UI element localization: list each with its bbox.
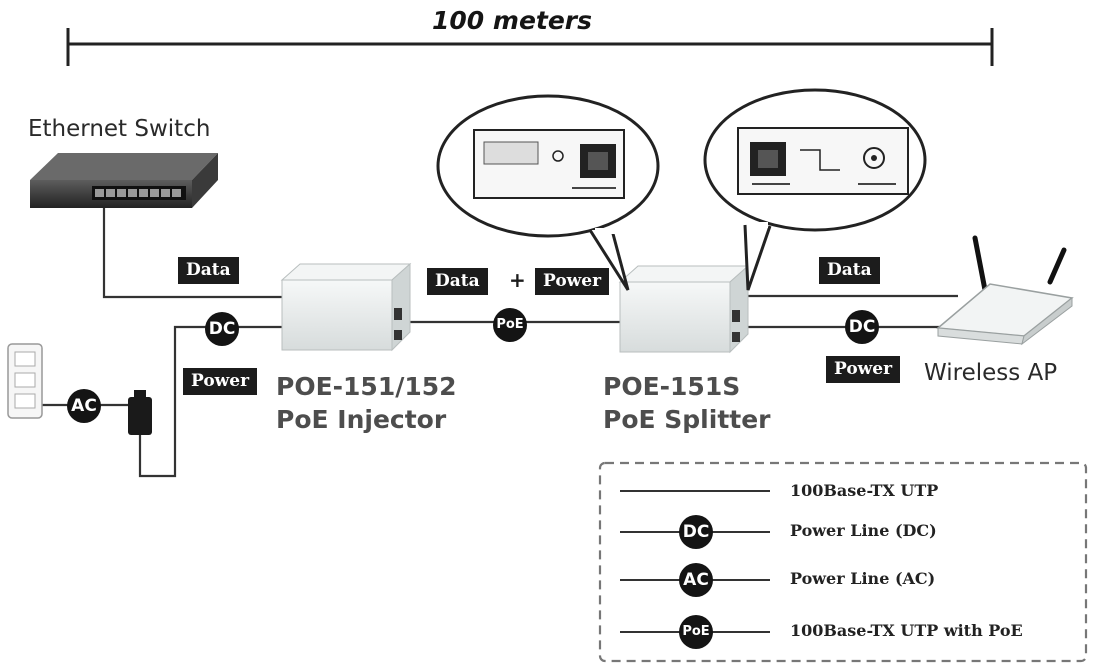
ap-dc-node: DC (848, 317, 876, 337)
wireless-ap-label: Wireless AP (924, 360, 1058, 386)
switch-data-tag: Data (178, 257, 239, 284)
switch-data-cable (102, 205, 285, 299)
poe-data-tag: Data (427, 268, 488, 295)
distance-bar (66, 28, 994, 66)
legend-dc-text: Power Line (DC) (790, 521, 937, 540)
injector-label: POE-151/152 PoE Injector (276, 370, 457, 436)
legend-box (598, 461, 1088, 663)
injector-model: POE-151/152 (276, 372, 457, 401)
injector-callout (436, 94, 660, 291)
splitter-label: POE-151S PoE Splitter (603, 370, 771, 436)
splitter-name: PoE Splitter (603, 405, 771, 434)
poe-node: PoE (496, 317, 524, 332)
legend-dc-node: DC (682, 522, 710, 542)
ap-data-tag: Data (819, 257, 880, 284)
distance-label: 100 meters (432, 6, 593, 35)
ap-power-tag: Power (826, 356, 901, 383)
poe-splitter-device (618, 264, 750, 354)
injector-dc-node: DC (208, 319, 236, 339)
cable-nodes (67, 308, 879, 423)
ethernet-switch (30, 153, 218, 208)
legend-utp-text: 100Base-TX UTP (790, 481, 939, 500)
wall-outlet (7, 343, 43, 419)
plus-sign: + (509, 268, 526, 292)
ethernet-switch-label: Ethernet Switch (28, 116, 211, 142)
legend-poe-text: 100Base-TX UTP with PoE (790, 621, 1023, 640)
wireless-ap-device (936, 235, 1074, 346)
legend-ac-node: AC (683, 570, 709, 590)
legend-ac-text: Power Line (AC) (790, 569, 936, 588)
injector-name: PoE Injector (276, 405, 447, 434)
splitter-callout (703, 88, 927, 291)
cables (38, 205, 958, 478)
power-adapter (128, 390, 152, 435)
ac-node: AC (71, 396, 97, 416)
poe-power-tag: Power (535, 268, 610, 295)
injector-dc-cable (138, 325, 285, 478)
poe-injector-device (280, 262, 412, 352)
splitter-model: POE-151S (603, 372, 741, 401)
legend-poe-node: PoE (682, 624, 710, 639)
injector-power-tag: Power (183, 368, 258, 395)
